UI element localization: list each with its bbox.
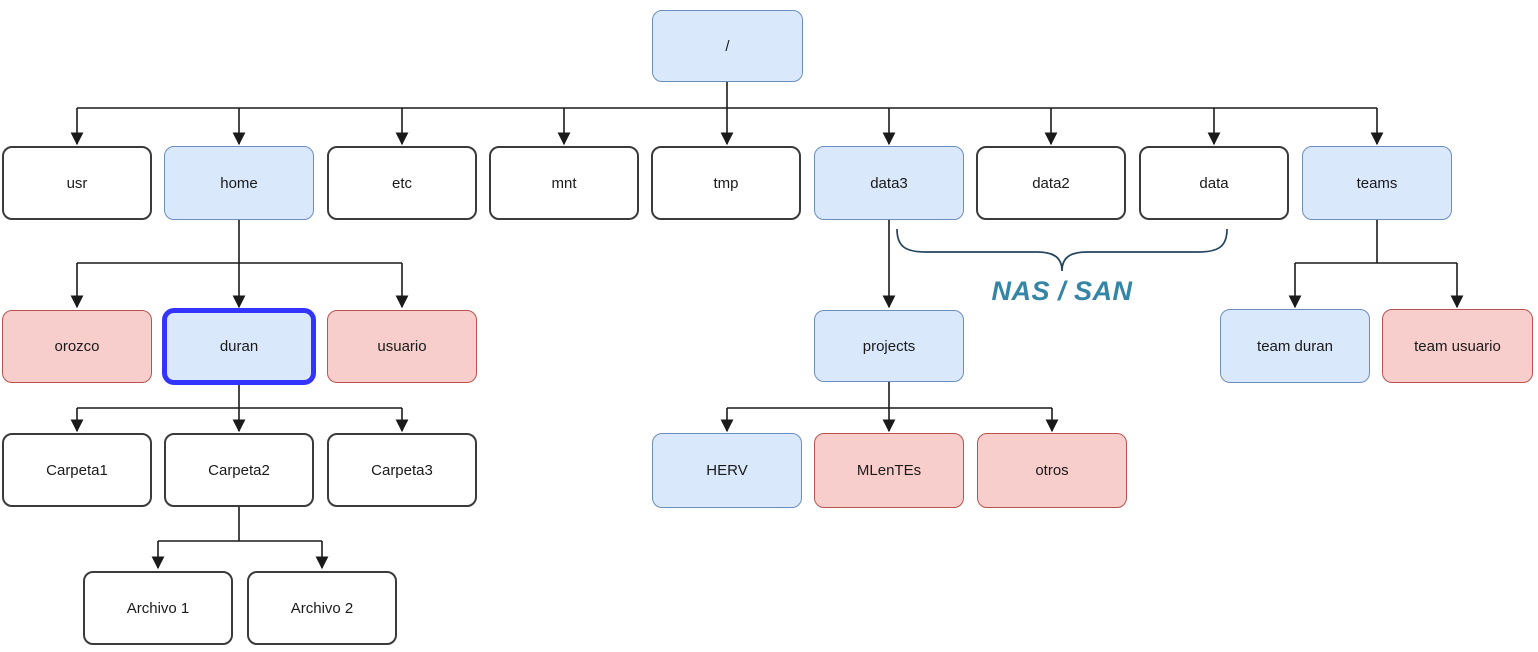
- node-mlentes-label: MLenTEs: [856, 462, 922, 479]
- edge-teams-children: [1288, 220, 1464, 309]
- node-usuario-label: usuario: [377, 338, 427, 355]
- node-archivo2-label: Archivo 2: [290, 599, 354, 617]
- node-root[interactable]: /: [652, 10, 803, 82]
- node-data3[interactable]: data3: [814, 146, 964, 220]
- node-archivo1-label: Archivo 1: [126, 599, 190, 617]
- node-duran[interactable]: duran: [162, 308, 316, 385]
- node-tmp-label: tmp: [713, 174, 739, 192]
- node-root-label: /: [725, 37, 730, 55]
- edge-root-children: [70, 82, 1384, 146]
- node-usr-label: usr: [66, 174, 88, 192]
- node-team-duran-label: team duran: [1257, 337, 1333, 355]
- node-data-label: data: [1199, 174, 1229, 192]
- edge-carpeta2-children: [151, 507, 329, 570]
- node-archivo1[interactable]: Archivo 1: [83, 571, 233, 645]
- nas-san-brace: [896, 228, 1228, 272]
- node-teams-label: teams: [1356, 174, 1398, 192]
- node-orozco-label: orozco: [54, 338, 100, 355]
- node-data2[interactable]: data2: [976, 146, 1126, 220]
- edge-home-children: [70, 220, 409, 309]
- node-carpeta1[interactable]: Carpeta1: [2, 433, 152, 507]
- node-home[interactable]: home: [164, 146, 314, 220]
- node-teams[interactable]: teams: [1302, 146, 1452, 220]
- node-carpeta3[interactable]: Carpeta3: [327, 433, 477, 507]
- node-data2-label: data2: [1032, 174, 1070, 192]
- node-projects[interactable]: projects: [814, 310, 964, 382]
- node-duran-label: duran: [219, 338, 259, 355]
- node-carpeta2-label: Carpeta2: [208, 461, 270, 479]
- node-data[interactable]: data: [1139, 146, 1289, 220]
- node-carpeta3-label: Carpeta3: [371, 461, 433, 479]
- node-carpeta1-label: Carpeta1: [46, 461, 108, 479]
- edge-projects-children: [720, 382, 1059, 433]
- node-orozco[interactable]: orozco: [2, 310, 152, 383]
- node-herv[interactable]: HERV: [652, 433, 802, 508]
- node-usr[interactable]: usr: [2, 146, 152, 220]
- node-team-usuario-label: team usuario: [1414, 337, 1501, 355]
- node-etc[interactable]: etc: [327, 146, 477, 220]
- node-team-duran[interactable]: team duran: [1220, 309, 1370, 383]
- node-otros-label: otros: [1035, 462, 1069, 479]
- node-mnt[interactable]: mnt: [489, 146, 639, 220]
- node-etc-label: etc: [391, 174, 412, 192]
- node-carpeta2[interactable]: Carpeta2: [164, 433, 314, 507]
- node-home-label: home: [220, 174, 258, 192]
- node-archivo2[interactable]: Archivo 2: [247, 571, 397, 645]
- node-herv-label: HERV: [706, 462, 748, 479]
- edge-duran-children: [70, 383, 409, 433]
- node-data3-label: data3: [870, 174, 908, 192]
- node-mlentes[interactable]: MLenTEs: [814, 433, 964, 508]
- node-tmp[interactable]: tmp: [651, 146, 801, 220]
- node-team-usuario[interactable]: team usuario: [1382, 309, 1533, 383]
- nas-san-annotation: NAS / SAN: [991, 276, 1133, 306]
- node-usuario[interactable]: usuario: [327, 310, 477, 383]
- node-mnt-label: mnt: [551, 174, 577, 192]
- node-otros[interactable]: otros: [977, 433, 1127, 508]
- node-projects-label: projects: [862, 337, 916, 355]
